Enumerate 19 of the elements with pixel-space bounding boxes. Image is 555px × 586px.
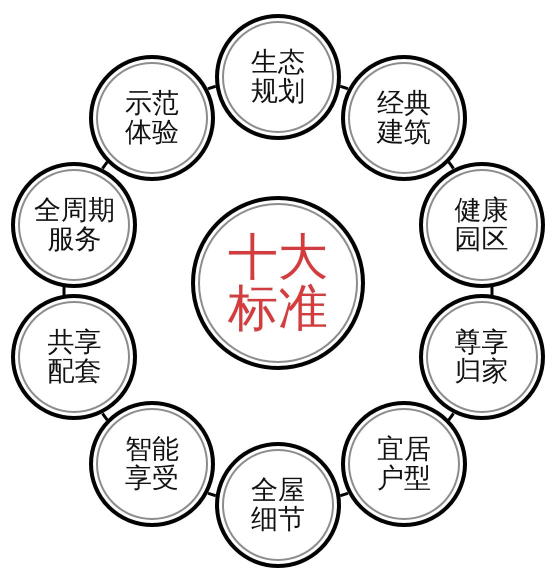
node-label: 经典建筑 [376, 88, 432, 148]
ring-arc [340, 492, 348, 498]
node-label: 尊享归家 [454, 328, 510, 386]
ring-arc [208, 84, 216, 90]
node-label: 全周期服务 [32, 196, 116, 254]
ring-arc [101, 161, 108, 170]
node-label: 智能享受 [124, 434, 180, 494]
ring-arc [208, 492, 216, 498]
node-label: 全屋细节 [250, 476, 306, 534]
node-label: 宜居户型 [376, 434, 432, 494]
ring-arc [448, 161, 455, 170]
node-label: 共享配套 [46, 328, 102, 386]
node-label: 十大标准 [227, 232, 329, 334]
ring-arc [448, 412, 455, 421]
node-label: 示范体验 [124, 88, 180, 148]
ring-arc [340, 84, 348, 90]
node-label: 生态规划 [250, 48, 306, 106]
node-label: 健康园区 [454, 196, 510, 254]
ring-arc [101, 412, 108, 421]
